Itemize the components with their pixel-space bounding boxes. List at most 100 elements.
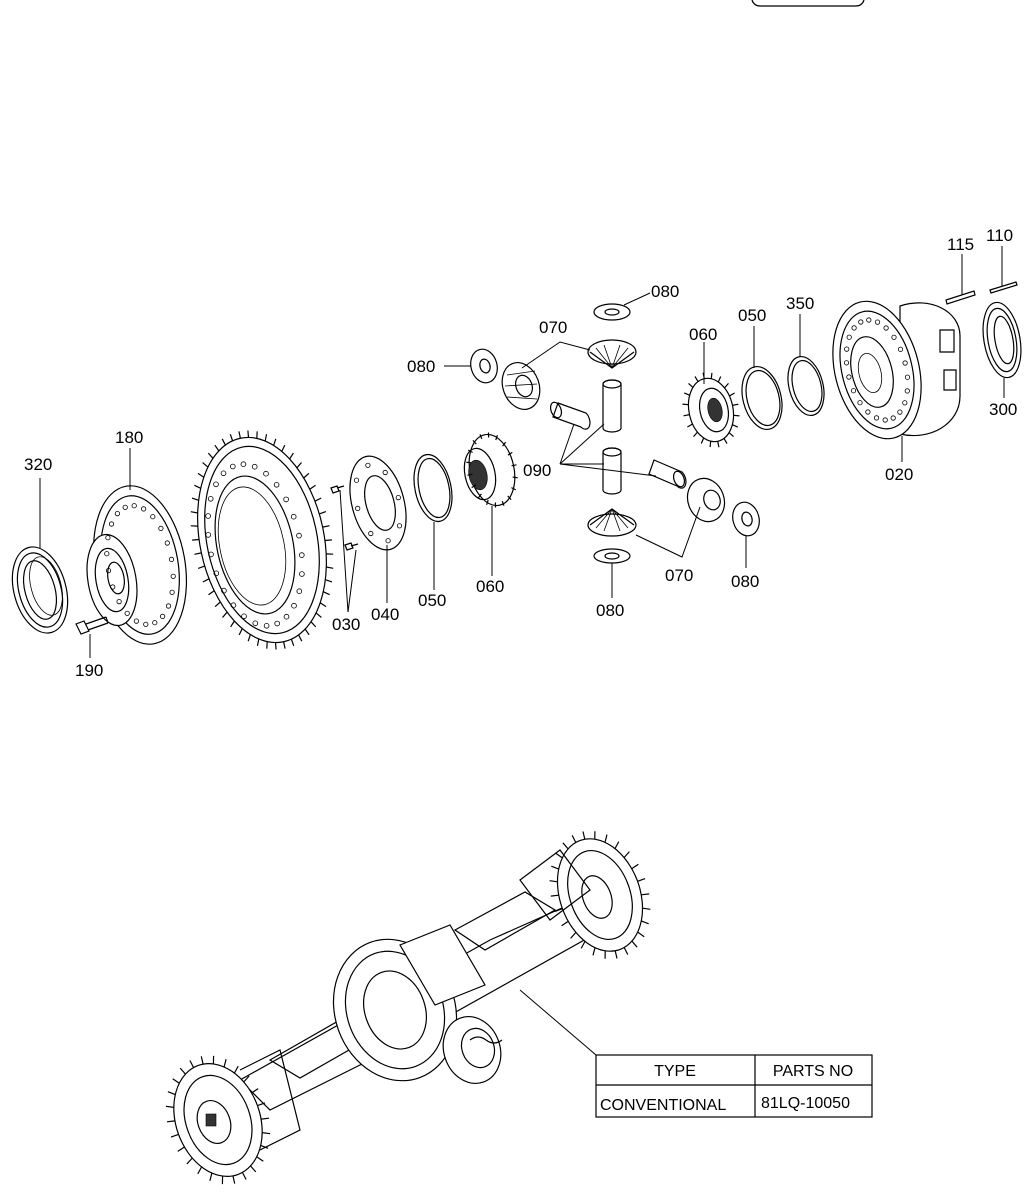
gear-tooth	[281, 444, 286, 452]
hub-stud	[614, 841, 620, 849]
case-bolt-hole	[874, 319, 881, 325]
axle-assembly-illustration	[165, 831, 651, 1185]
gear-tooth	[717, 441, 720, 448]
plate-hole	[382, 469, 388, 476]
case-bolt-hole	[857, 400, 863, 406]
gear-tooth	[466, 461, 472, 464]
callout-labels: 320 180 190 030 040 050 060 080 070 090 …	[24, 226, 1017, 680]
gear-tooth	[296, 462, 302, 469]
callout-060-left: 060	[476, 577, 504, 596]
case-bolt-hole	[902, 360, 908, 366]
callout-190: 190	[75, 661, 103, 680]
case-bolt-hole	[850, 388, 857, 394]
case-bolt-hole	[890, 415, 896, 421]
callout-030: 030	[332, 615, 360, 634]
part-090-pins	[549, 379, 687, 495]
gear-tooth	[303, 472, 310, 479]
gear-bolt-hole	[208, 551, 214, 558]
gear-tooth	[309, 484, 316, 490]
hub-stud	[223, 1059, 227, 1068]
gear-tooth	[222, 611, 228, 618]
gear-tooth	[507, 451, 513, 456]
table-header-type: TYPE	[654, 1063, 696, 1080]
case-bolt-hole	[904, 374, 911, 380]
case-bolt-hole	[891, 334, 897, 340]
callout-080-bottom: 080	[596, 601, 624, 620]
plate-hole	[368, 530, 374, 537]
hub-stud	[179, 1067, 186, 1075]
gear-tooth	[238, 628, 243, 636]
hub-stud	[243, 1075, 250, 1083]
hub-bolt-hole	[114, 510, 121, 517]
gear-tooth	[710, 372, 713, 379]
hub-bolt-hole	[124, 610, 130, 616]
hub-stud	[165, 1105, 174, 1108]
hub-stud	[232, 1175, 236, 1184]
hub-stud	[623, 947, 629, 955]
hub-stud	[209, 1172, 213, 1181]
callout-110: 110	[986, 226, 1013, 245]
gear-tooth	[511, 487, 517, 491]
hub-stud	[604, 834, 608, 843]
gear-bolt-hole	[213, 481, 219, 488]
gear-tooth	[502, 441, 507, 447]
gear-tooth	[325, 579, 333, 583]
gear-tooth	[324, 539, 332, 542]
table-cell-type: CONVENTIONAL	[600, 1097, 726, 1114]
gear-tooth	[471, 484, 477, 489]
gear-bolt-hole	[291, 602, 297, 609]
part-190-bolt	[75, 616, 109, 635]
hub-bolt-hole	[165, 603, 172, 609]
hub-stud	[177, 1146, 185, 1152]
hub-stud	[260, 1144, 269, 1149]
gear-tooth	[194, 552, 202, 555]
gear-tooth	[192, 538, 200, 541]
part-030-screws	[330, 485, 359, 551]
hub-bolt-hole	[160, 613, 166, 620]
case-bolt-hole	[851, 325, 857, 331]
part-060-side-gear-left	[463, 432, 518, 508]
gear-tooth	[693, 431, 698, 437]
gear-bolt-hole	[296, 588, 303, 594]
hub-bolt-hole	[122, 504, 128, 510]
gear-tooth	[472, 439, 477, 445]
gear-bolt-hole	[296, 532, 302, 539]
gear-tooth	[194, 484, 201, 489]
gear-tooth	[477, 493, 482, 499]
hub-stud	[257, 1102, 266, 1107]
hub-stud	[571, 835, 577, 843]
plate-hole	[355, 505, 361, 511]
gear-tooth	[732, 403, 739, 406]
hub-stud	[189, 1060, 195, 1068]
gear-bolt-hole	[298, 552, 305, 558]
gear-tooth	[314, 497, 322, 502]
part-115-pin	[945, 290, 976, 305]
part-080-washer-bottom	[593, 548, 631, 564]
hub-stud	[186, 1157, 193, 1165]
gear-bolt-hole	[263, 622, 270, 629]
hub-bolt-hole	[110, 584, 116, 590]
gear-tooth	[319, 511, 327, 515]
gear-tooth	[728, 432, 734, 438]
gear-tooth	[700, 437, 705, 444]
gear-bolt-hole	[290, 513, 297, 520]
gear-tooth	[323, 591, 330, 596]
plate-hole	[365, 462, 371, 468]
callout-040: 040	[371, 605, 399, 624]
gear-bolt-hole	[205, 532, 212, 538]
table-cell-parts-no: 81LQ-10050	[761, 1095, 850, 1112]
hub-stud	[256, 1156, 264, 1162]
gear-tooth	[298, 634, 303, 642]
gear-tooth	[289, 452, 294, 460]
hub-stud	[631, 940, 638, 948]
gear-tooth	[315, 612, 322, 618]
part-060-side-gear-right	[682, 372, 740, 448]
hub-bolt-hole	[133, 618, 139, 624]
gear-tooth	[310, 621, 317, 628]
case-bolt-hole	[873, 415, 880, 421]
gear-bolt-hole	[299, 571, 305, 577]
part-070-pinion-bottom	[587, 508, 637, 537]
gear-bolt-hole	[240, 461, 247, 468]
hub-stud	[555, 852, 563, 859]
part-350-ring	[787, 356, 825, 416]
